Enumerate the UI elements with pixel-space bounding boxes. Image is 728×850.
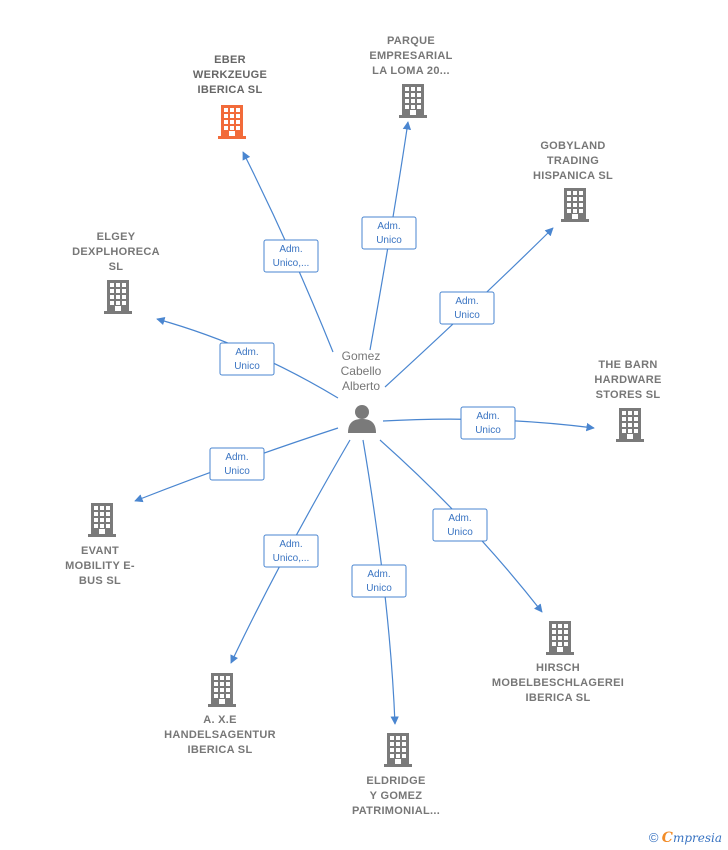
person-name-line-3: Alberto (342, 379, 380, 393)
company-name-line: A. X.E (203, 714, 237, 726)
company-name-line: IBERICA SL (198, 84, 263, 96)
company-name-line: EBER (214, 54, 246, 66)
company-node-elgey[interactable]: ELGEY DEXPLHORECA SL (72, 231, 160, 314)
company-name-line: IBERICA SL (526, 692, 591, 704)
edge-label-box (361, 216, 417, 250)
center-person[interactable]: Gomez Cabello Alberto (341, 349, 382, 433)
edge-label-text: Unico,... (273, 258, 310, 269)
brand-logo-letter: C (661, 830, 673, 846)
company-name-line: ELGEY (97, 231, 136, 243)
brand-name: mpresia (672, 831, 722, 845)
company-name-line: EVANT (81, 545, 119, 557)
edge-label-eldridge[interactable]: Adm. Unico (351, 564, 407, 598)
edge-label-eber[interactable]: Adm. Unico,... (263, 239, 319, 273)
building-icon (546, 621, 574, 655)
company-node-eldridge[interactable]: ELDRIDGE Y GOMEZ PATRIMONIAL... (352, 733, 440, 817)
edge-label-text: Adm. (235, 347, 258, 358)
company-node-evant[interactable]: EVANT MOBILITY E- BUS SL (65, 503, 135, 587)
edge-label-text: Adm. (279, 244, 302, 255)
company-name-line: ELDRIDGE (366, 775, 425, 787)
company-name-line: BUS SL (79, 575, 121, 587)
edge-label-text: Unico (454, 310, 480, 321)
edge-label-elgey[interactable]: Adm. Unico (219, 342, 275, 376)
building-icon (561, 188, 589, 222)
building-icon (616, 408, 644, 442)
person-name-line-1: Gomez (342, 349, 381, 363)
edge-label-text: Unico (366, 583, 392, 594)
company-name-line: HIRSCH (536, 662, 580, 674)
company-name-line: PARQUE (387, 35, 435, 47)
edge-label-evant[interactable]: Adm. Unico (209, 447, 265, 481)
company-name-line: GOBYLAND (540, 140, 605, 152)
company-name-line: EMPRESARIAL (369, 50, 452, 62)
company-name-line: THE BARN (598, 359, 657, 371)
edge-label-axe[interactable]: Adm. Unico,... (263, 534, 319, 568)
company-name-line: SL (109, 261, 124, 273)
company-name-line: HISPANICA SL (533, 170, 613, 182)
nodes-layer: EBER WERKZEUGE IBERICA SL PARQUE EMPRESARIAL… (65, 35, 661, 817)
edge-label-gobyland[interactable]: Adm. Unico (439, 291, 495, 325)
company-node-thebarn[interactable]: THE BARN HARDWARE STORES SL (594, 359, 661, 442)
edge-label-text: Unico (224, 466, 250, 477)
edge-label-text: Unico,... (273, 553, 310, 564)
person-icon (348, 405, 376, 433)
edge-label-text: Adm. (476, 411, 499, 422)
building-icon (208, 673, 236, 707)
edge-label-box (263, 534, 319, 568)
edge-label-parque[interactable]: Adm. Unico (361, 216, 417, 250)
building-icon (384, 733, 412, 767)
company-name-line: Y GOMEZ (370, 790, 423, 802)
edge-label-box (209, 447, 265, 481)
edge-label-box (460, 406, 516, 440)
edge-label-thebarn[interactable]: Adm. Unico (460, 406, 516, 440)
edge-label-text: Adm. (367, 569, 390, 580)
edge-label-box (432, 508, 488, 542)
company-name-line: HANDELSAGENTUR (164, 729, 276, 741)
edge-label-hirsch[interactable]: Adm. Unico (432, 508, 488, 542)
company-name-line: WERKZEUGE (193, 69, 267, 81)
edge-label-text: Adm. (455, 296, 478, 307)
company-name-line: STORES SL (596, 389, 661, 401)
edge-label-text: Unico (475, 425, 501, 436)
person-name-line-2: Cabello (341, 364, 382, 378)
edges-layer: Adm.Unico,...Adm.UnicoAdm.UnicoAdm.Unico… (134, 121, 595, 725)
company-name-line: PATRIMONIAL... (352, 805, 440, 817)
company-name-line: MOBELBESCHLAGEREI (492, 677, 624, 689)
building-icon (88, 503, 116, 537)
building-icon (399, 84, 427, 118)
company-node-axe[interactable]: A. X.E HANDELSAGENTUR IBERICA SL (164, 673, 276, 756)
edge-label-text: Adm. (377, 221, 400, 232)
edge-label-text: Adm. (225, 452, 248, 463)
edge-label-text: Adm. (448, 513, 471, 524)
edge-label-box (351, 564, 407, 598)
company-node-gobyland[interactable]: GOBYLAND TRADING HISPANICA SL (533, 140, 613, 222)
edge-label-box (439, 291, 495, 325)
company-name-line: IBERICA SL (188, 744, 253, 756)
company-node-eber[interactable]: EBER WERKZEUGE IBERICA SL (193, 54, 267, 139)
company-node-hirsch[interactable]: HIRSCH MOBELBESCHLAGEREI IBERICA SL (492, 621, 624, 704)
edge-label-text: Unico (447, 527, 473, 538)
edge-label-box (219, 342, 275, 376)
footer-brand: © Cmpresia (649, 830, 722, 846)
company-name-line: LA LOMA 20... (372, 65, 450, 77)
edge-label-box (263, 239, 319, 273)
company-node-parque[interactable]: PARQUE EMPRESARIAL LA LOMA 20... (369, 35, 452, 118)
edge-label-text: Unico (234, 361, 260, 372)
building-icon (218, 105, 246, 139)
edge-label-text: Adm. (279, 539, 302, 550)
company-name-line: TRADING (547, 155, 599, 167)
company-name-line: MOBILITY E- (65, 560, 135, 572)
company-name-line: DEXPLHORECA (72, 246, 160, 258)
building-icon (104, 280, 132, 314)
copyright-symbol: © (648, 830, 659, 845)
company-name-line: HARDWARE (594, 374, 661, 386)
edge-label-text: Unico (376, 235, 402, 246)
